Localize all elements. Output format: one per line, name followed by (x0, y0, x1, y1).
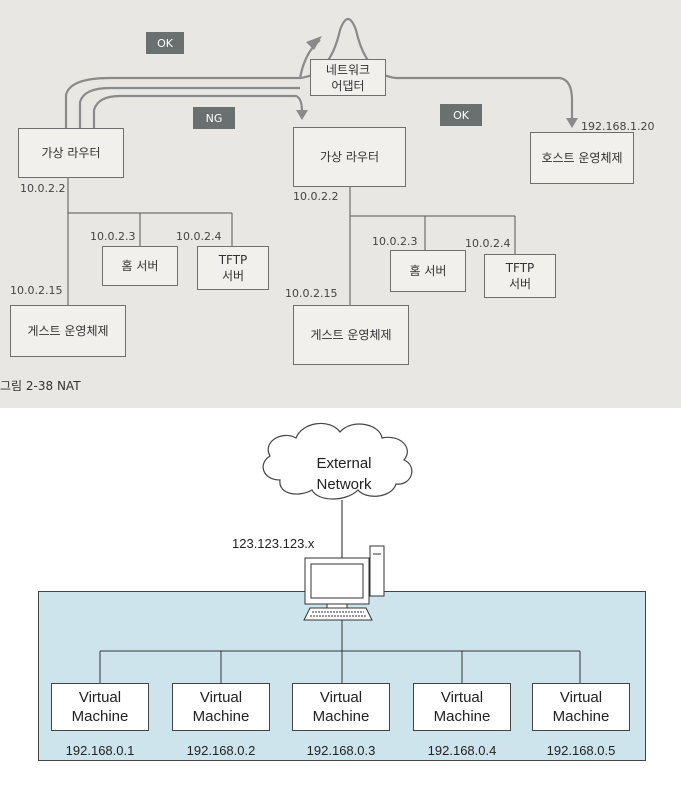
virtual-machine-5: Virtual Machine (532, 683, 630, 731)
left-tftp-ip: 10.0.2.4 (176, 230, 222, 243)
host-ip: 192.168.1.20 (581, 120, 655, 133)
left-guest-os: 게스트 운영체제 (10, 305, 126, 357)
host-os-box: 호스트 운영체제 (530, 132, 634, 184)
vm-network-lines (99, 422, 581, 683)
virtual-machine-2: Virtual Machine (172, 683, 270, 731)
vm-ip-3: 192.168.0.3 (306, 743, 376, 758)
left-virtual-router: 가상 라우터 (18, 128, 124, 178)
center-home-server-ip: 10.0.2.3 (372, 235, 418, 248)
vm-ip-4: 192.168.0.4 (427, 743, 497, 758)
left-router-ip: 10.0.2.2 (20, 182, 66, 195)
center-virtual-router: 가상 라우터 (293, 127, 406, 187)
vm-network-diagram: External Network 123.123.123.x Virtual M… (0, 408, 681, 793)
vm-ip-5: 192.168.0.5 (546, 743, 616, 758)
virtual-machine-4: Virtual Machine (413, 683, 511, 731)
left-home-server-ip: 10.0.2.3 (90, 230, 136, 243)
vm-ip-1: 192.168.0.1 (65, 743, 135, 758)
center-router-ip: 10.0.2.2 (293, 190, 339, 203)
cloud-shape (262, 422, 413, 500)
ng-tag: NG (193, 107, 235, 129)
center-guest-os: 게스트 운영체제 (293, 305, 409, 365)
ok-tag-left: OK (146, 32, 184, 54)
network-adapter-box: 네트워크 어댑터 (310, 59, 386, 96)
center-guest-ip: 10.0.2.15 (285, 287, 338, 300)
nat-figure-photo: 네트워크 어댑터 OK NG OK 가상 라우터 10.0.2.2 10.0.2… (0, 0, 681, 408)
left-tftp-server: TFTP 서버 (197, 246, 269, 290)
center-home-server: 홈 서버 (390, 250, 466, 292)
center-tftp-server: TFTP 서버 (484, 254, 556, 298)
external-network-label: External Network (316, 455, 372, 493)
ok-tag-right: OK (440, 104, 482, 126)
public-ip-label: 123.123.123.x (232, 536, 315, 551)
center-tftp-ip: 10.0.2.4 (465, 237, 511, 250)
left-home-server: 홈 서버 (102, 246, 178, 286)
virtual-machine-1: Virtual Machine (51, 683, 149, 731)
nat-figure-lines (64, 17, 578, 305)
left-guest-ip: 10.0.2.15 (10, 284, 63, 297)
host-computer (303, 545, 385, 621)
vm-ip-2: 192.168.0.2 (186, 743, 256, 758)
virtual-machine-3: Virtual Machine (292, 683, 390, 731)
figure-caption: 그림 2-38 NAT (0, 379, 81, 393)
